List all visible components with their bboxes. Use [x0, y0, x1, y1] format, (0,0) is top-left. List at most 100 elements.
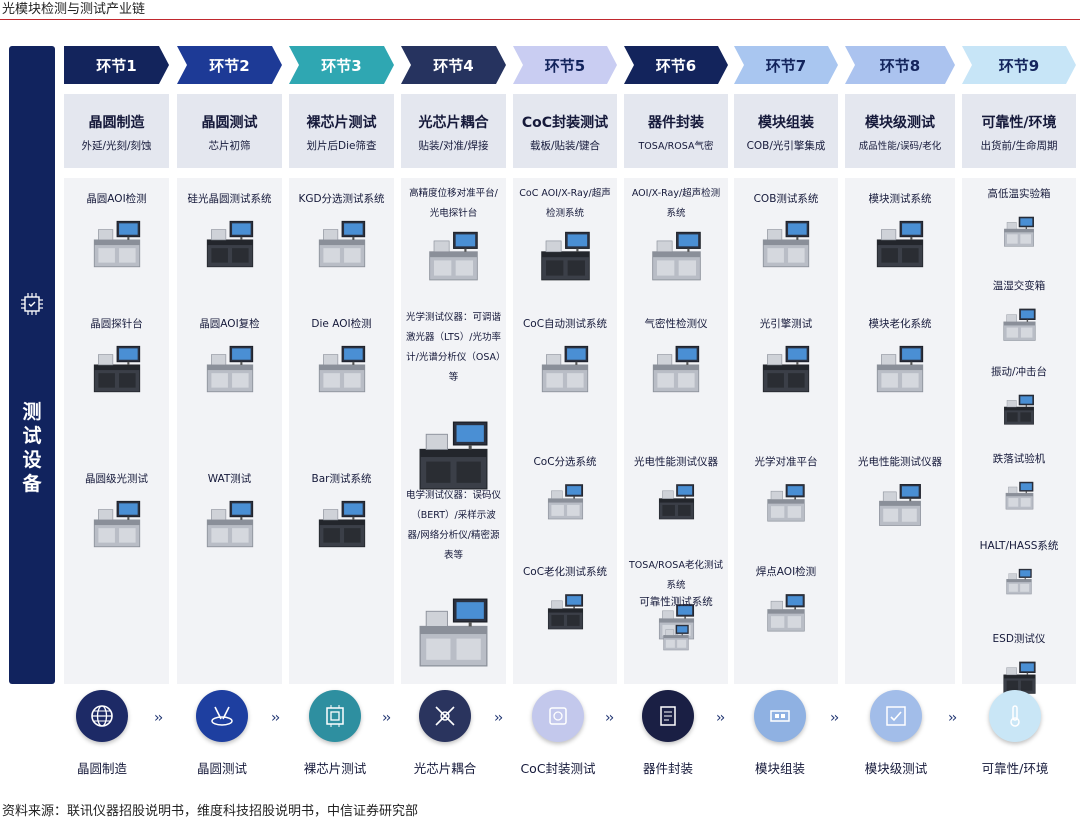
stage-subtitle: 成品性能/误码/老化 — [858, 141, 942, 152]
equipment-image — [311, 338, 373, 402]
side-label: 测试设备 — [22, 401, 42, 495]
stage-name: 裸芯片测试 — [306, 115, 377, 131]
equipment-image — [869, 338, 931, 402]
stage-tab-1: 环节1 — [64, 46, 169, 84]
package-chip-icon — [549, 707, 567, 725]
flow-step-circle — [989, 690, 1041, 742]
equipment-label: Bar测试系统 — [311, 473, 372, 485]
stage-tab-5: 环节5 — [513, 46, 617, 84]
equipment-image — [542, 476, 589, 530]
equipment-image — [761, 476, 811, 532]
stage-tab-3: 环节3 — [289, 46, 394, 84]
flow-step-label: 光芯片耦合 — [413, 761, 477, 776]
flow-step-circle — [532, 690, 584, 742]
stage-subtitle: 出货前/生命周期 — [980, 140, 1058, 152]
chip-icon — [21, 293, 43, 315]
stage-name: 晶圆测试 — [201, 115, 258, 131]
equipment-image — [199, 213, 261, 277]
equipment-label: COB测试系统 — [753, 193, 819, 205]
equipment-label: CoC自动测试系统 — [522, 318, 608, 330]
equipment-label: 晶圆探针台 — [90, 318, 143, 330]
flow-arrow-icon: ›› — [830, 710, 839, 726]
stage-header: 晶圆测试芯片初筛 — [177, 94, 282, 168]
equipment-image — [421, 224, 486, 290]
equipment-image — [998, 300, 1041, 352]
stage-header: 可靠性/环境出货前/生命周期 — [962, 94, 1076, 168]
equipment-label: 电学测试仪器：误码仪（BERT）/采样示波器/网络分析仪/精密源表等 — [405, 490, 501, 561]
equipment-column: COB测试系统光引擎测试光学对准平台焊点AOI检测 — [734, 178, 838, 684]
stage-name: 可靠性/环境 — [981, 115, 1057, 131]
stage-name: 晶圆制造 — [88, 115, 145, 131]
equipment-image — [311, 493, 373, 557]
equipment-image — [998, 653, 1041, 705]
equipment-image — [533, 224, 598, 290]
stage-subtitle: 载板/贴装/键合 — [529, 140, 601, 152]
equipment-label: 高精度位移对准平台/光电探针台 — [409, 188, 498, 219]
flow-arrow-icon: ›› — [605, 710, 614, 726]
equipment-label: 跌落试验机 — [992, 453, 1046, 465]
flow-step-label: 可靠性/环境 — [981, 761, 1049, 776]
equipment-label: 焊点AOI检测 — [755, 566, 817, 578]
equipment-label: KGD分选测试系统 — [298, 193, 385, 205]
stage-tab-4: 环节4 — [401, 46, 506, 84]
equipment-column: 晶圆AOI检测晶圆探针台晶圆级光测试 — [64, 178, 169, 684]
flow-arrow-icon: ›› — [716, 710, 725, 726]
equipment-label: TOSA/ROSA老化测试系统 — [629, 560, 723, 591]
equipment-column: 高精度位移对准平台/光电探针台光学测试仪器：可调谐激光器（LTS）/光功率计/光… — [401, 178, 506, 684]
coupling-icon — [435, 706, 455, 726]
page-title: 光模块检测与测试产业链 — [0, 0, 1080, 20]
equipment-column: 模块测试系统模块老化系统光电性能测试仪器 — [845, 178, 955, 684]
equipment-image — [86, 338, 148, 402]
stage-tab-label: 环节1 — [96, 56, 137, 75]
equipment-image — [86, 213, 148, 277]
stage-subtitle: COB/光引擎集成 — [746, 140, 826, 152]
equipment-label: 高低温实验箱 — [987, 188, 1051, 200]
stage-tab-label: 环节9 — [998, 56, 1040, 75]
stage-tab-6: 环节6 — [624, 46, 728, 84]
stage-header: CoC封装测试载板/贴装/键合 — [513, 94, 617, 168]
equipment-image — [645, 338, 707, 402]
equipment-label: 晶圆AOI检测 — [86, 193, 147, 205]
equipment-image — [999, 208, 1039, 258]
flow-step-circle — [870, 690, 922, 742]
equipment-image — [659, 616, 693, 662]
globe-icon — [91, 705, 113, 727]
flow-step-label: CoC封装测试 — [520, 761, 596, 776]
equipment-label: CoC AOI/X-Ray/超声检测系统 — [519, 188, 611, 219]
equipment-label: 可靠性测试系统 — [639, 596, 713, 608]
stage-subtitle: 外延/光刻/刻蚀 — [81, 140, 152, 152]
equipment-label: 温湿交变箱 — [992, 280, 1046, 292]
equipment-label: 硅光晶圆测试系统 — [187, 193, 272, 205]
flow-step-label: 晶圆制造 — [76, 761, 127, 776]
flow-arrow-icon: ›› — [382, 710, 391, 726]
equipment-label: 晶圆级光测试 — [85, 473, 148, 485]
equipment-image — [872, 476, 928, 536]
stage-tab-label: 环节5 — [544, 56, 586, 75]
equipment-image — [199, 493, 261, 557]
flow-step-label: 器件封装 — [642, 761, 693, 776]
equipment-image — [755, 338, 817, 402]
chip-grid-icon — [326, 705, 344, 727]
equipment-image — [653, 476, 700, 530]
equipment-label: 模块老化系统 — [868, 318, 932, 330]
flow-step-label: 裸芯片测试 — [303, 761, 367, 776]
equipment-label: 光电性能测试仪器 — [634, 456, 718, 468]
flow-step-circle — [309, 690, 361, 742]
stage-name: 模块级测试 — [865, 115, 935, 131]
equipment-image — [542, 586, 589, 640]
stage-name: 光芯片耦合 — [418, 115, 489, 131]
equipment-label: CoC分选系统 — [533, 456, 597, 468]
equipment-label: AOI/X-Ray/超声检测系统 — [631, 188, 721, 219]
stage-tab-9: 环节9 — [962, 46, 1076, 84]
stage-subtitle: TOSA/ROSA气密 — [638, 141, 714, 152]
module-icon — [770, 710, 790, 722]
stage-subtitle: 划片后Die筛查 — [306, 140, 377, 152]
device-icon — [660, 706, 676, 726]
flow-step-circle — [419, 690, 471, 742]
